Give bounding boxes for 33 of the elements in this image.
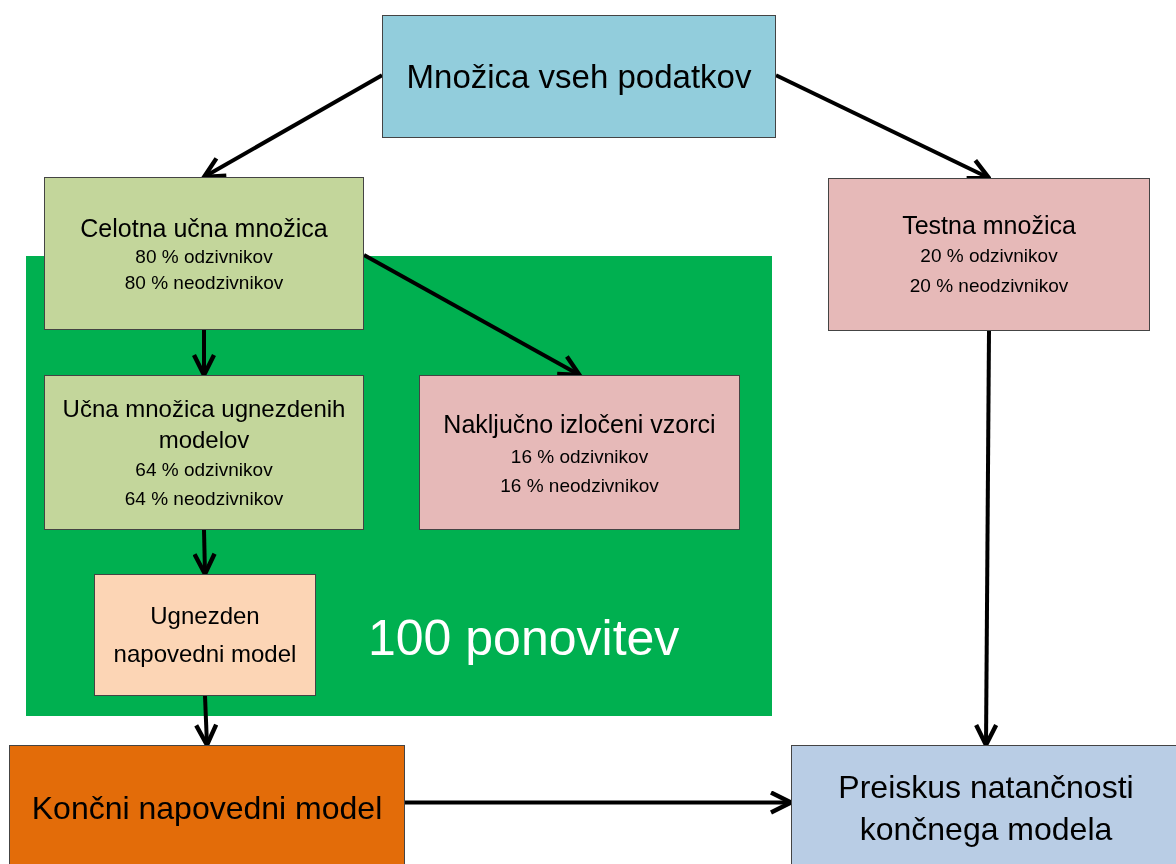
arrow <box>194 695 219 748</box>
percentage-note: 16 % neodzivnikov <box>500 473 659 498</box>
box-title: Celotna učna množica <box>80 212 328 244</box>
process-box <box>791 745 1176 864</box>
process-box <box>9 745 405 864</box>
process-box <box>828 178 1150 331</box>
arrow <box>201 73 383 180</box>
process-box <box>382 15 776 138</box>
percentage-note: 20 % odzivnikov <box>920 243 1058 268</box>
process-box <box>44 375 364 530</box>
process-box <box>419 375 740 530</box>
box-title: Učna množica ugnezdenih modelov <box>61 393 347 455</box>
percentage-note: 80 % odzivnikov <box>135 244 273 269</box>
process-box <box>94 574 316 696</box>
percentage-note: 20 % neodzivnikov <box>909 273 1069 298</box>
box-title: Množica vseh podatkov <box>406 56 752 97</box>
arrow <box>192 529 217 577</box>
arrow <box>191 330 217 378</box>
repetition-label: 100 ponovitev <box>368 609 680 668</box>
percentage-note: 64 % odzivnikov <box>135 457 273 482</box>
box-title: Naključno izločeni vzorci <box>443 408 716 440</box>
arrow <box>973 331 999 748</box>
box-title: Testna množica <box>902 209 1076 241</box>
arrow <box>363 253 582 378</box>
percentage-note: 16 % odzivnikov <box>510 444 649 469</box>
percentage-note: 80 % neodzivnikov <box>124 270 284 295</box>
box-title: Končni napovedni model <box>30 788 384 828</box>
arrow <box>775 73 992 181</box>
arrow <box>405 790 794 815</box>
process-box <box>44 177 364 330</box>
box-title: Preiskus natančnosti končnega modela <box>837 767 1135 849</box>
percentage-note: 64 % neodzivnikov <box>124 486 284 511</box>
box-title: Ugnezden napovedni model <box>112 601 298 669</box>
